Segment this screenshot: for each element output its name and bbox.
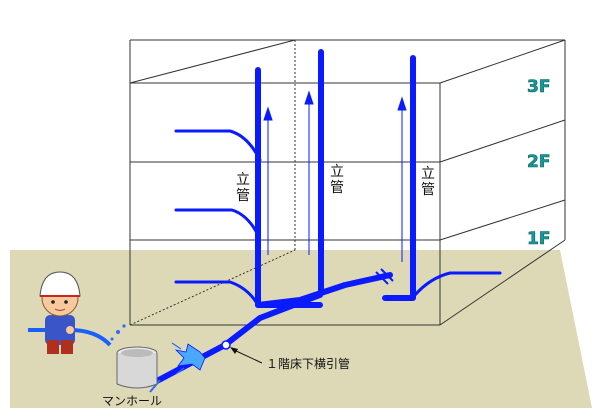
riser-pipe-right xyxy=(382,55,416,301)
floor-drain-connector xyxy=(255,272,393,308)
svg-text:管: 管 xyxy=(330,180,344,196)
pipe-joint xyxy=(221,340,231,350)
floor-label-2f: 2F xyxy=(527,152,550,172)
branch-pipe-2f xyxy=(174,208,260,237)
riser-label-middle: 立 管 xyxy=(330,164,344,196)
drain-callout: １階床下横引管 xyxy=(230,347,350,371)
horizontal-drain-label: １階床下横引管 xyxy=(266,356,350,371)
water-spray-icon xyxy=(149,342,206,393)
worker-with-helmet-icon xyxy=(28,271,112,354)
svg-text:立: 立 xyxy=(421,166,435,182)
branch-pipe-3f xyxy=(174,129,262,162)
manhole-label: マンホール xyxy=(102,394,162,408)
floor-label-1f: 1F xyxy=(527,229,550,249)
building-wireframe xyxy=(129,39,566,326)
riser-label-right: 立 管 xyxy=(421,166,435,198)
water-drops xyxy=(110,324,126,341)
flow-arrows xyxy=(263,90,407,262)
riser-label-left: 立 管 xyxy=(236,172,250,204)
floor-label-3f: 3F xyxy=(527,77,550,97)
svg-text:管: 管 xyxy=(421,182,435,198)
svg-text:立: 立 xyxy=(236,172,250,188)
ground-area xyxy=(10,250,592,408)
svg-text:立: 立 xyxy=(330,164,344,180)
cleanout-marker xyxy=(375,268,394,285)
svg-text:管: 管 xyxy=(236,188,250,204)
branch-pipe-right xyxy=(413,271,502,297)
manhole-bucket-icon xyxy=(116,346,158,389)
